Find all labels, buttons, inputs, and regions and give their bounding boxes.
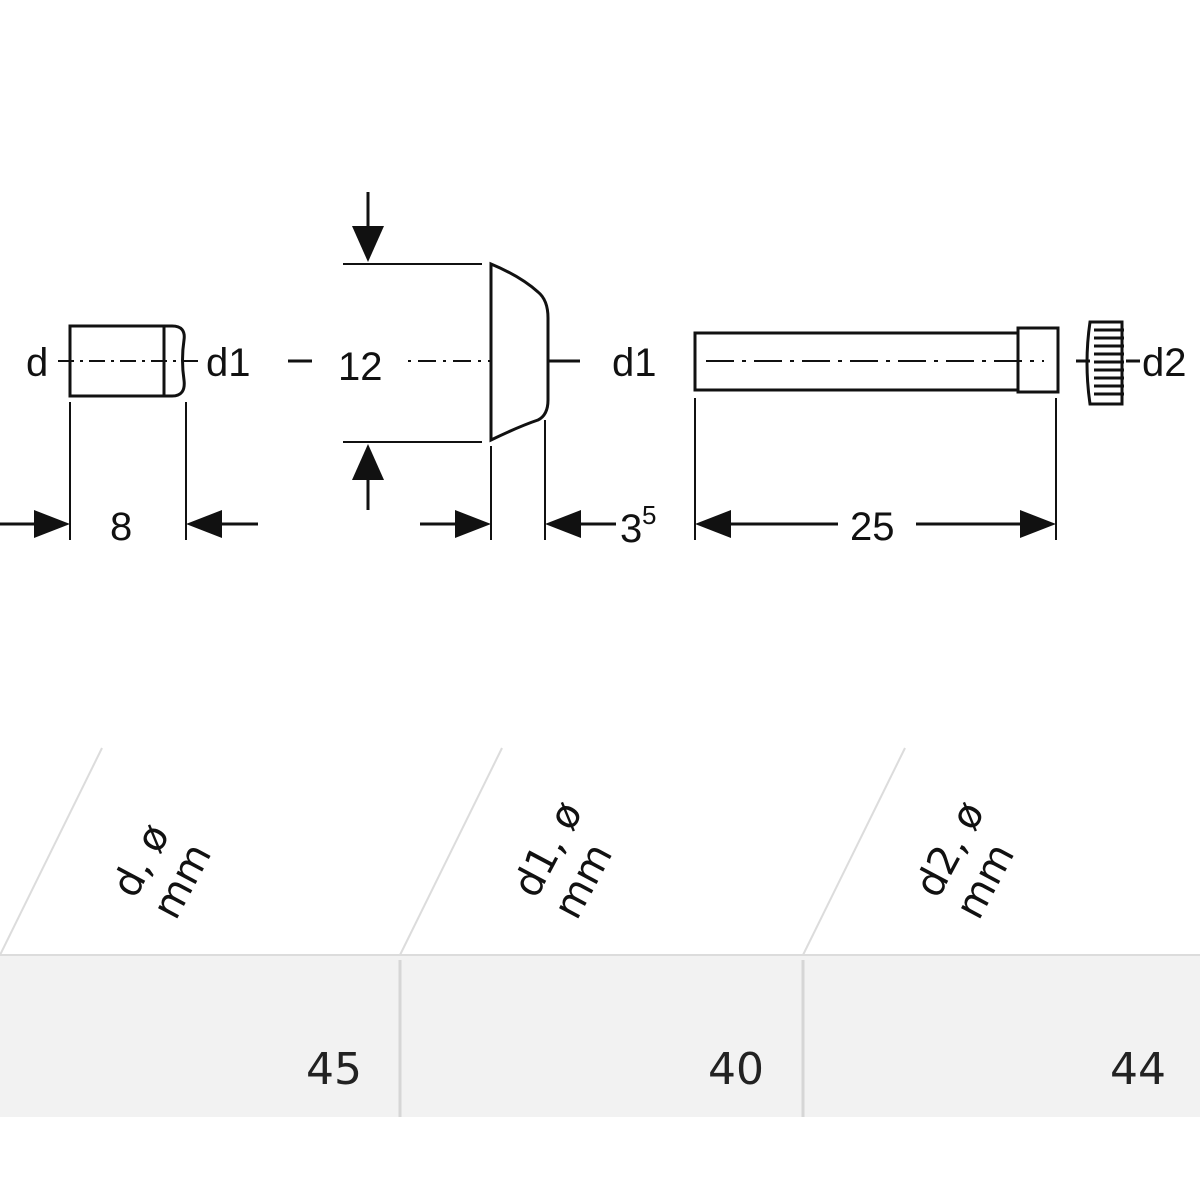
part2-diameter-label: d1 <box>612 341 657 385</box>
part3-diameter-label: d2 <box>1142 341 1187 385</box>
part3-length-dimension <box>695 510 1056 538</box>
part2-depth-label: 3 <box>620 507 642 551</box>
table-header-d1: d1, ø mm <box>504 783 639 926</box>
part2-height-dimension <box>352 192 384 510</box>
table-value-row-bg <box>0 955 1200 1117</box>
table-header-d: d, ø mm <box>103 805 226 926</box>
part1-sleeve <box>58 324 198 540</box>
part1-left-label: d <box>26 341 48 385</box>
part2-depth-superscript: 5 <box>642 500 656 530</box>
table-value-d1: 40 <box>708 1044 764 1095</box>
part2-height-label: 12 <box>338 345 383 389</box>
part2-rosette <box>288 261 580 540</box>
part3-length-label: 25 <box>850 505 895 549</box>
dimension-table: d, ø mm d1, ø mm d2, ø mm 45 40 44 <box>0 747 1200 1117</box>
part3-seal-ring <box>1076 320 1140 406</box>
part1-length-label: 8 <box>110 505 132 549</box>
part2-depth-dimension <box>420 510 616 538</box>
table-value-d: 45 <box>306 1044 362 1095</box>
part3-pipe <box>693 326 1060 540</box>
table-header-d2: d2, ø mm <box>906 783 1041 926</box>
table-value-d2: 44 <box>1110 1044 1166 1095</box>
part1-right-label: d1 <box>206 341 251 385</box>
part1-length-dimension <box>0 510 258 538</box>
